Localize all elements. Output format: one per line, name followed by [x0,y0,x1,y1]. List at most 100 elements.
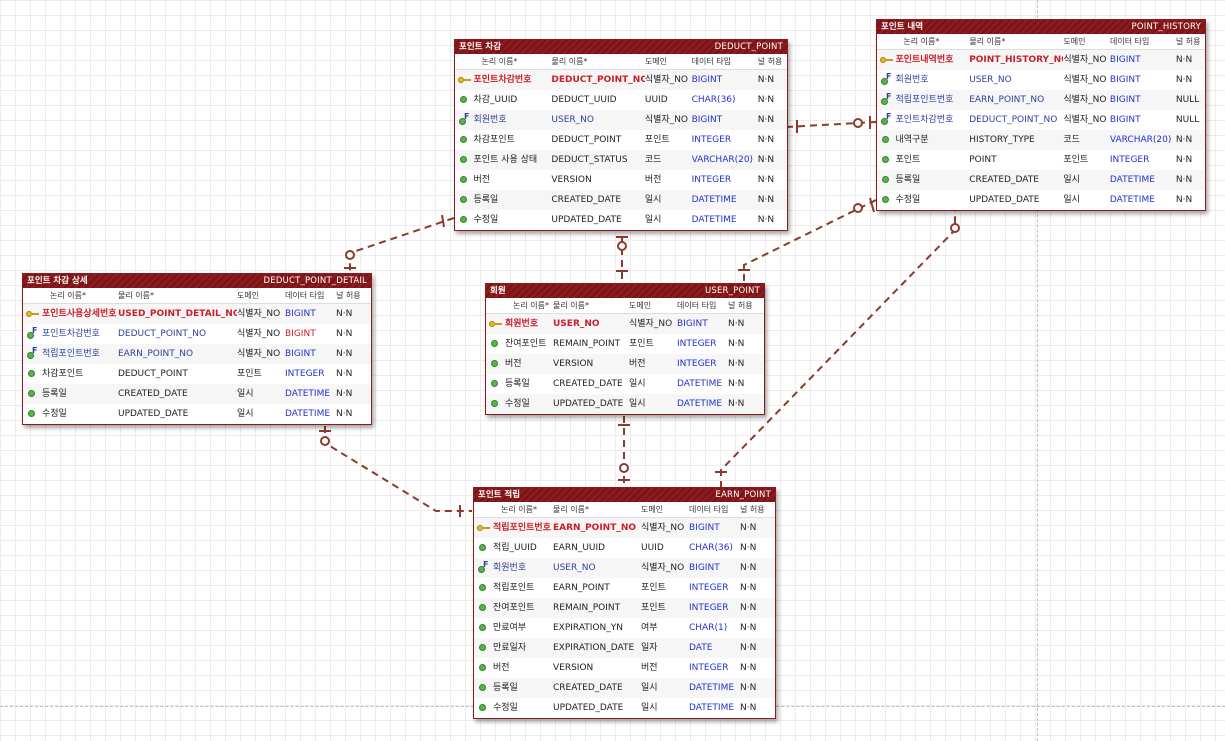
column-icon [486,354,505,374]
column-dot [479,664,486,671]
column-type: DATETIME [285,409,331,419]
column-icon [474,638,493,658]
relation-user-point-point-history[interactable] [738,197,877,282]
table-deduct-point-detail[interactable]: 포인트 차감 상세 DEDUCT_POINT_DETAIL 논리 이름*물리 이름*… [22,273,372,425]
column-icon [474,578,493,598]
column-type: DATETIME [285,389,331,399]
table-physical-name: EARN_POINT [715,490,771,500]
column-logical: 버전 [473,175,491,185]
key-glyph [489,321,502,327]
relation-user-point-earn-point[interactable] [618,416,630,488]
relation-deduct-point-user-point[interactable] [616,236,628,282]
column-null: N·N [757,75,775,85]
column-logical: 회원번호 [493,563,527,573]
column-null: N·N [740,543,757,553]
table-header[interactable]: 포인트 차감 상세 DEDUCT_POINT_DETAIL [23,274,371,288]
column-physical: DEDUCT_POINT_NO [551,75,645,85]
column-physical: EXPIRATION_YN [553,623,623,633]
relation-detail-earn-point[interactable] [319,426,472,517]
column-logical: 적립_UUID [493,543,537,553]
column-dot [460,196,467,203]
column-dot [460,176,467,183]
column-logical: 수정일 [493,703,518,713]
column-header-physical: 물리 이름* [553,301,589,310]
column-icon [455,170,474,190]
column-null: NULL [1175,95,1200,105]
column-dot [28,390,35,397]
column-type: BIGINT [1109,115,1141,125]
column-logical: 적립포인트번호 [493,523,551,533]
column-physical: DEDUCT_POINT_NO [118,329,207,339]
column-domain: 일시 [237,389,254,399]
column-icon [474,618,493,638]
column-null: N·N [740,663,757,673]
column-logical: 등록일 [42,389,67,399]
column-type: DATETIME [689,683,735,693]
column-domain: 식별자_NO [237,309,281,319]
relation-deduct-point-point-history[interactable] [785,116,877,133]
column-logical: 버전 [505,359,522,369]
relation-deduct-point-detail[interactable] [344,214,455,272]
primary-key-icon [455,70,474,90]
column-type: INTEGER [689,583,729,593]
column-type: BIGINT [691,75,723,85]
column-logical: 적립포인트 [493,583,535,593]
relation-earn-point-point-history[interactable] [715,210,960,488]
fk-dot [27,352,34,359]
column-type: DATETIME [1109,195,1155,205]
fk-dot [881,118,888,125]
column-icon [474,678,493,698]
table-logical-name: 포인트 차감 상세 [27,276,88,286]
table-physical-name: DEDUCT_POINT_DETAIL [263,276,367,286]
column-icon [474,658,493,678]
fk-letter: F [886,92,892,101]
